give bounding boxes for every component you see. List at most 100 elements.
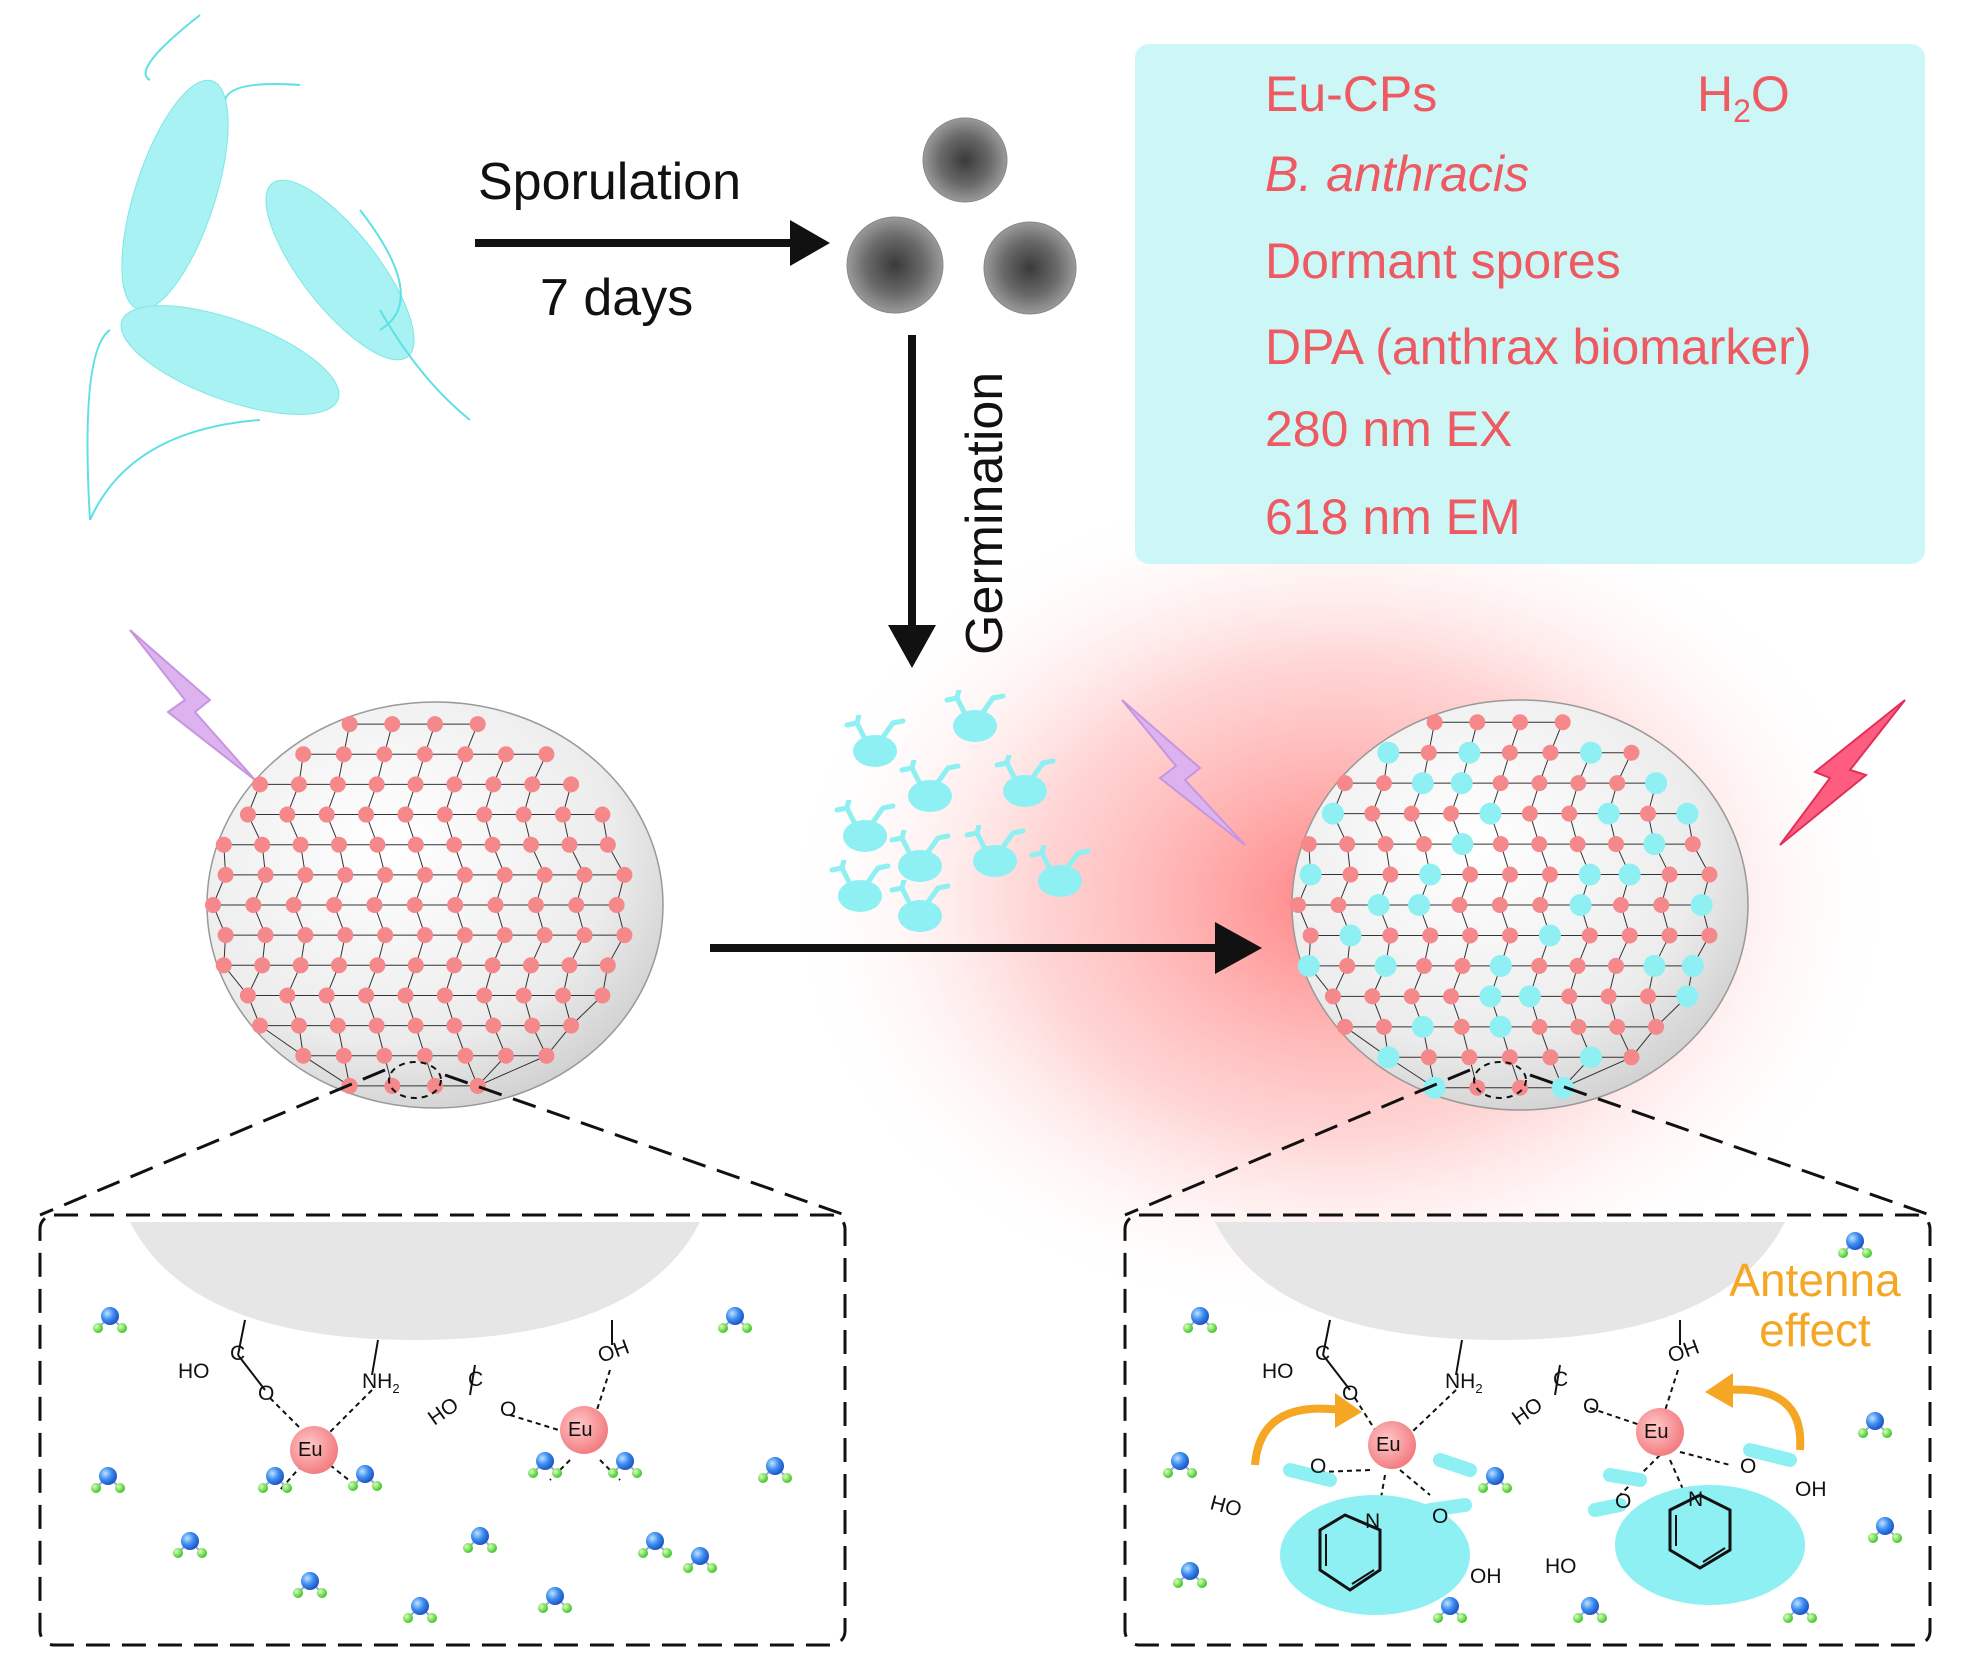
water-molecule-icon <box>1867 1516 1903 1544</box>
eu-node <box>457 1047 474 1064</box>
lattice-edge <box>303 1055 350 1087</box>
eu-node <box>1469 714 1486 731</box>
water-molecule-icon <box>1432 1596 1468 1624</box>
eu-node <box>369 957 386 974</box>
inset-surface-left <box>130 1222 700 1340</box>
eu-node <box>1648 1018 1665 1035</box>
antenna-arrow-right <box>1705 1373 1805 1451</box>
dpa-bound-node <box>1518 985 1541 1008</box>
eu-node <box>1531 775 1548 792</box>
reaction-arrow <box>710 922 1262 974</box>
eu-node <box>1609 1018 1626 1035</box>
eu-node <box>407 1017 424 1034</box>
germination-arrow <box>888 335 936 668</box>
lattice-edge <box>477 1055 547 1087</box>
eu-node <box>417 927 434 944</box>
legend-eu-cps: Eu-CPs <box>1265 66 1438 122</box>
eu-node <box>1531 1018 1548 1035</box>
chem-label: NH2 <box>1445 1370 1483 1397</box>
eu-node <box>523 957 540 974</box>
eu-node <box>1621 927 1638 944</box>
chem-label: C <box>1315 1342 1331 1365</box>
eu-node <box>297 866 314 883</box>
eu-node <box>1600 988 1617 1005</box>
chem-label: OH <box>1795 1478 1827 1501</box>
chem-label: O <box>1740 1455 1757 1478</box>
eu-node <box>1443 988 1460 1005</box>
eu-node <box>1492 775 1509 792</box>
eu-node <box>524 1017 541 1034</box>
eu-node <box>377 866 394 883</box>
chem-label: O <box>1615 1490 1632 1513</box>
eu-node <box>417 866 434 883</box>
dpa-bound-node <box>1643 954 1666 977</box>
eu-node <box>1701 866 1718 883</box>
eu-node <box>1364 805 1381 822</box>
antenna-arrow-left <box>1251 1393 1362 1466</box>
eu-node <box>1554 714 1571 731</box>
dpa-bound-node <box>1408 894 1431 916</box>
eu-node <box>496 927 513 944</box>
eu-cp-sphere-left <box>205 701 664 1109</box>
chem-label: N <box>1365 1510 1381 1533</box>
eu-node <box>1531 957 1548 974</box>
eu-node <box>217 866 234 883</box>
eu-node <box>239 806 256 823</box>
eu-node <box>416 746 433 763</box>
eu-node <box>594 987 611 1004</box>
eu-node <box>527 897 544 913</box>
sporulation-label: Sporulation <box>478 153 742 211</box>
eu-node <box>1531 836 1548 853</box>
eu-node <box>290 776 307 793</box>
dpa-bound-node <box>1297 954 1320 977</box>
eu-node <box>329 776 346 793</box>
eu-node <box>436 806 453 823</box>
eu-node <box>484 957 501 974</box>
chem-label: O <box>258 1382 275 1405</box>
eu-node <box>469 716 486 733</box>
eu-node <box>1443 805 1460 822</box>
eu-node <box>326 897 343 913</box>
water-molecule-icon <box>347 1464 383 1492</box>
eu-node <box>1382 866 1399 883</box>
eu-node <box>555 987 572 1004</box>
legend-spores: Dormant spores <box>1265 233 1621 289</box>
germination-label: Germination <box>956 371 1014 655</box>
eu-node <box>376 1047 393 1064</box>
eu-node <box>568 897 585 913</box>
eu-node <box>538 746 555 763</box>
sporulation-arrow <box>475 220 830 266</box>
legend-emission: 618 nm EM <box>1265 489 1521 545</box>
eu-node <box>335 1047 352 1064</box>
eu-node <box>215 957 232 974</box>
eu-node <box>487 897 504 913</box>
zoom-lines-right <box>1123 1068 1932 1647</box>
dpa-bound-node <box>1367 894 1390 916</box>
eu-node <box>330 836 347 853</box>
eu-node <box>446 1017 463 1034</box>
dpa-bound-node <box>1681 954 1704 977</box>
eu-node <box>1608 957 1625 974</box>
dpa-bound-node <box>1458 741 1481 764</box>
eu-node <box>1512 1079 1528 1096</box>
water-molecule-icon <box>607 1451 643 1479</box>
eu-node <box>1623 1049 1640 1066</box>
eu-node <box>1640 988 1657 1005</box>
chem-label: C <box>468 1368 484 1391</box>
dpa-bound-node <box>1489 954 1512 977</box>
water-molecule-icon <box>537 1586 573 1614</box>
eu-node <box>368 776 385 793</box>
dpa-bound-node <box>1578 863 1601 886</box>
eu-node <box>1542 744 1559 761</box>
eu-node <box>1701 927 1718 944</box>
lattice-edge <box>259 1025 304 1057</box>
water-molecule-icon <box>637 1531 673 1559</box>
eu-node <box>1290 897 1306 913</box>
dpa-bound-node <box>1579 1046 1602 1069</box>
chem-label: N <box>1688 1488 1704 1511</box>
dpa-bound-node <box>1690 894 1713 916</box>
eu-node <box>457 746 474 763</box>
eu-node <box>279 806 296 823</box>
water-molecule-icon <box>527 1451 563 1479</box>
water-molecule-icon <box>462 1526 498 1554</box>
